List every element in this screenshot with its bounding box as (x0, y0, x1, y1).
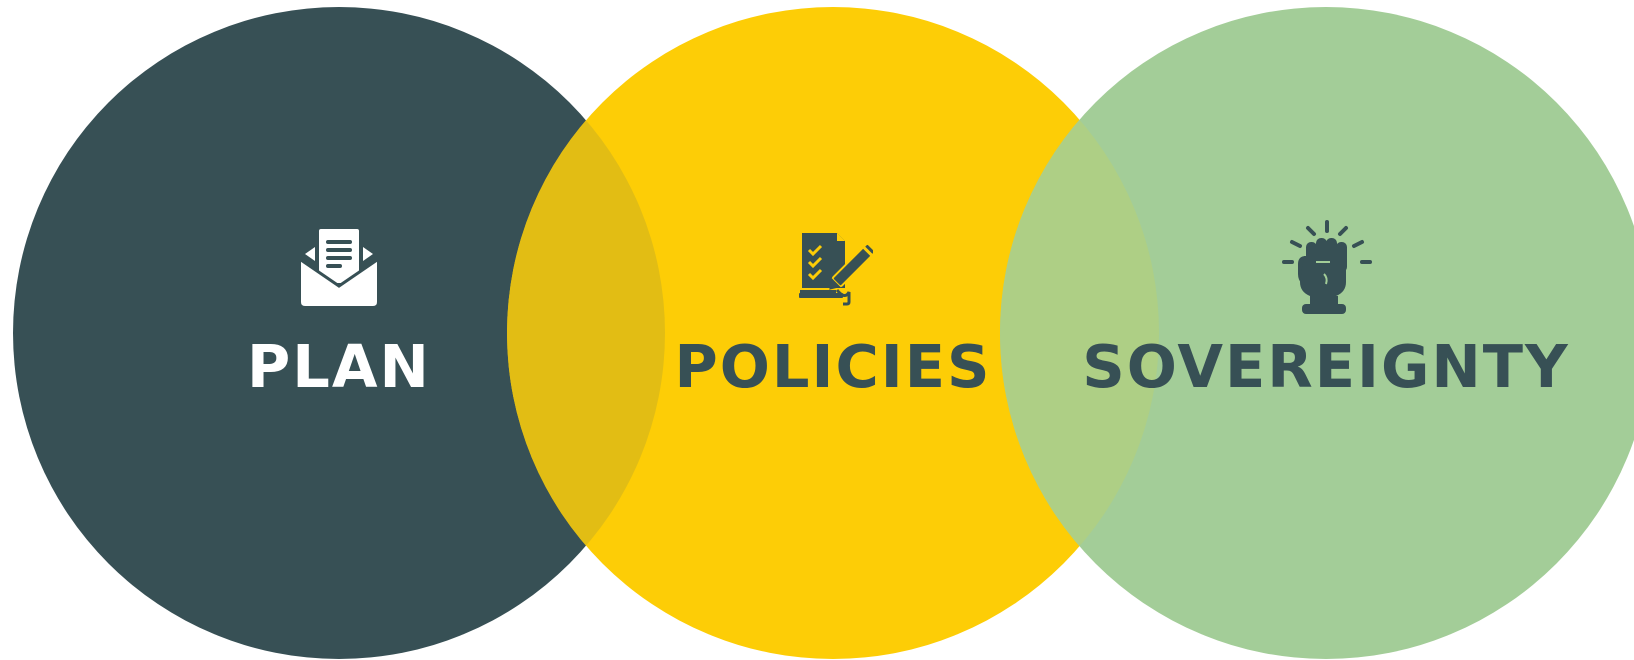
open-envelope-icon (300, 229, 378, 306)
circle-sovereignty (1000, 7, 1634, 659)
label-sovereignty: SOVEREIGNTY (1082, 332, 1570, 401)
raised-fist-icon (1282, 220, 1372, 314)
label-plan: PLAN (247, 332, 431, 401)
circle-policies (507, 7, 1159, 659)
circle-plan (13, 7, 665, 659)
checklist-pen-icon (799, 233, 873, 306)
label-policies: POLICIES (674, 332, 992, 401)
